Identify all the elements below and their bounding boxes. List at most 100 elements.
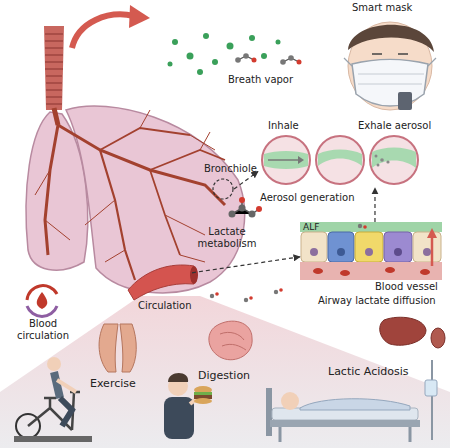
- node-text: Bronchiole: [204, 163, 257, 175]
- airway-cell-panel: ALFBlood vesselAirway lactate diffusion: [300, 222, 442, 280]
- blood-vessel: [210, 294, 214, 298]
- digestion-illustration: [168, 373, 188, 382]
- background-wedge: [0, 296, 450, 448]
- lactate-molecule: [229, 211, 236, 218]
- node-text: ALF: [303, 221, 319, 233]
- exhale-arrow: [72, 14, 134, 48]
- blood-circulation-icon: [27, 286, 57, 317]
- airway-cell-panel: [365, 248, 373, 256]
- circulation-label: Blood circulation: [4, 318, 82, 342]
- smart-mask-illustration: [348, 25, 434, 52]
- lactate-molecule: [232, 200, 259, 214]
- lactic-acidosis-illustration: [431, 360, 433, 440]
- breath-vapor: [197, 69, 203, 75]
- breath-vapor: [288, 55, 294, 61]
- lung: [54, 108, 58, 125]
- aerosol-circles: [268, 159, 298, 161]
- airway-cell-panel: [431, 236, 434, 266]
- digestion-illustration: [194, 386, 212, 394]
- airway-cell-panel: [300, 222, 442, 232]
- lactate-molecule: [239, 205, 246, 212]
- zoom-circle-outline: [212, 178, 234, 200]
- source-label: Exercise: [90, 378, 136, 390]
- source-label: Lactic Acidosis: [328, 366, 409, 378]
- airway-cell-panel: [313, 268, 323, 274]
- dashed-arrow: [234, 172, 258, 190]
- airway-cell-panel: [328, 232, 354, 262]
- airway-cell-panel: [301, 232, 327, 262]
- blood-vessel: [128, 265, 194, 300]
- zoom-circle-outline: [213, 179, 233, 199]
- airway-cell-panel: [423, 248, 431, 256]
- lactic-acidosis-illustration: [281, 392, 299, 410]
- lung: [45, 125, 58, 255]
- breath-vapor: [168, 62, 173, 67]
- aerosol-circles: [370, 136, 418, 184]
- blood-circulation-icon: [37, 292, 48, 309]
- airway-cell-panel: [420, 269, 430, 275]
- exercise-illustration: [54, 372, 60, 398]
- circulation-vessel: Circulation: [130, 262, 192, 298]
- smart-mask-illustration: [344, 22, 436, 110]
- source-label: Digestion: [198, 370, 250, 382]
- lactic-acidosis-illustration: [266, 317, 445, 442]
- lactate-molecule: [256, 206, 262, 212]
- smart-mask-illustration: [344, 58, 436, 66]
- background-wedge: [0, 296, 450, 448]
- lactic-acidosis-illustration: [266, 388, 272, 436]
- lung: [100, 128, 225, 255]
- aerosol-circles: [262, 136, 418, 184]
- lactic-acidosis-illustration: [380, 317, 426, 345]
- aerosol-circles: [372, 148, 416, 169]
- node-text: Blood vessel: [375, 281, 438, 293]
- smart-mask-illustration: [358, 74, 424, 84]
- exercise-illustration: [120, 324, 136, 372]
- lactate-molecule: [229, 197, 263, 218]
- trachea: [45, 34, 63, 104]
- aerosol-circles: [262, 136, 310, 184]
- lung: [26, 106, 245, 293]
- blood-vessel: [279, 288, 283, 292]
- breath-vapor: [187, 53, 194, 60]
- blood-vessel: [244, 298, 248, 302]
- breath-vapor: [280, 59, 286, 65]
- exercise-illustration: [14, 324, 136, 442]
- node-text: Airway lactate diffusion: [318, 295, 436, 307]
- breath-vapor: [261, 53, 267, 59]
- node-text: Circulation: [138, 300, 192, 312]
- exercise-illustration: [14, 436, 92, 442]
- blood-vessel: [249, 296, 253, 300]
- aerosol-circles: [316, 136, 364, 184]
- airway-cell-panel: [413, 232, 441, 262]
- breath-vapor: [203, 33, 209, 39]
- airway-cell-panel: [358, 224, 362, 228]
- aerosol-circles: [298, 156, 304, 164]
- breath-vapor: [172, 39, 178, 45]
- smart-mask-illustration: [352, 60, 428, 107]
- lactic-acidosis-illustration: [300, 399, 410, 410]
- aerosol-circles: [318, 150, 362, 167]
- airway-cell-panel: [300, 222, 442, 280]
- bronchiole-zoom-circle: Bronchiole: [212, 178, 234, 200]
- breath-vapor: [168, 33, 302, 75]
- trachea: [44, 26, 64, 110]
- digestion-illustration: [194, 398, 212, 404]
- exercise-illustration: [47, 357, 61, 371]
- breath-vapor: [297, 60, 302, 65]
- lung: [100, 150, 135, 280]
- lactic-acidosis-illustration: [425, 380, 437, 396]
- breath-vapor: [227, 43, 234, 50]
- lung: [35, 110, 215, 262]
- breath-vapor: [243, 53, 249, 59]
- aerosol-circles: [380, 158, 384, 162]
- metabolism-label: Lactate metabolism: [194, 226, 260, 250]
- smart-mask-illustration: [398, 92, 412, 110]
- lactic-acidosis-illustration: [280, 427, 410, 442]
- device-label: Smart mask: [352, 2, 412, 14]
- smart-mask-illustration: [372, 53, 408, 55]
- breath-vapor: [276, 40, 281, 45]
- aerosol-circles: [264, 151, 308, 169]
- digestion-illustration: [220, 332, 246, 350]
- exhale-arrow: [129, 5, 150, 28]
- breath-vapor: [249, 35, 255, 41]
